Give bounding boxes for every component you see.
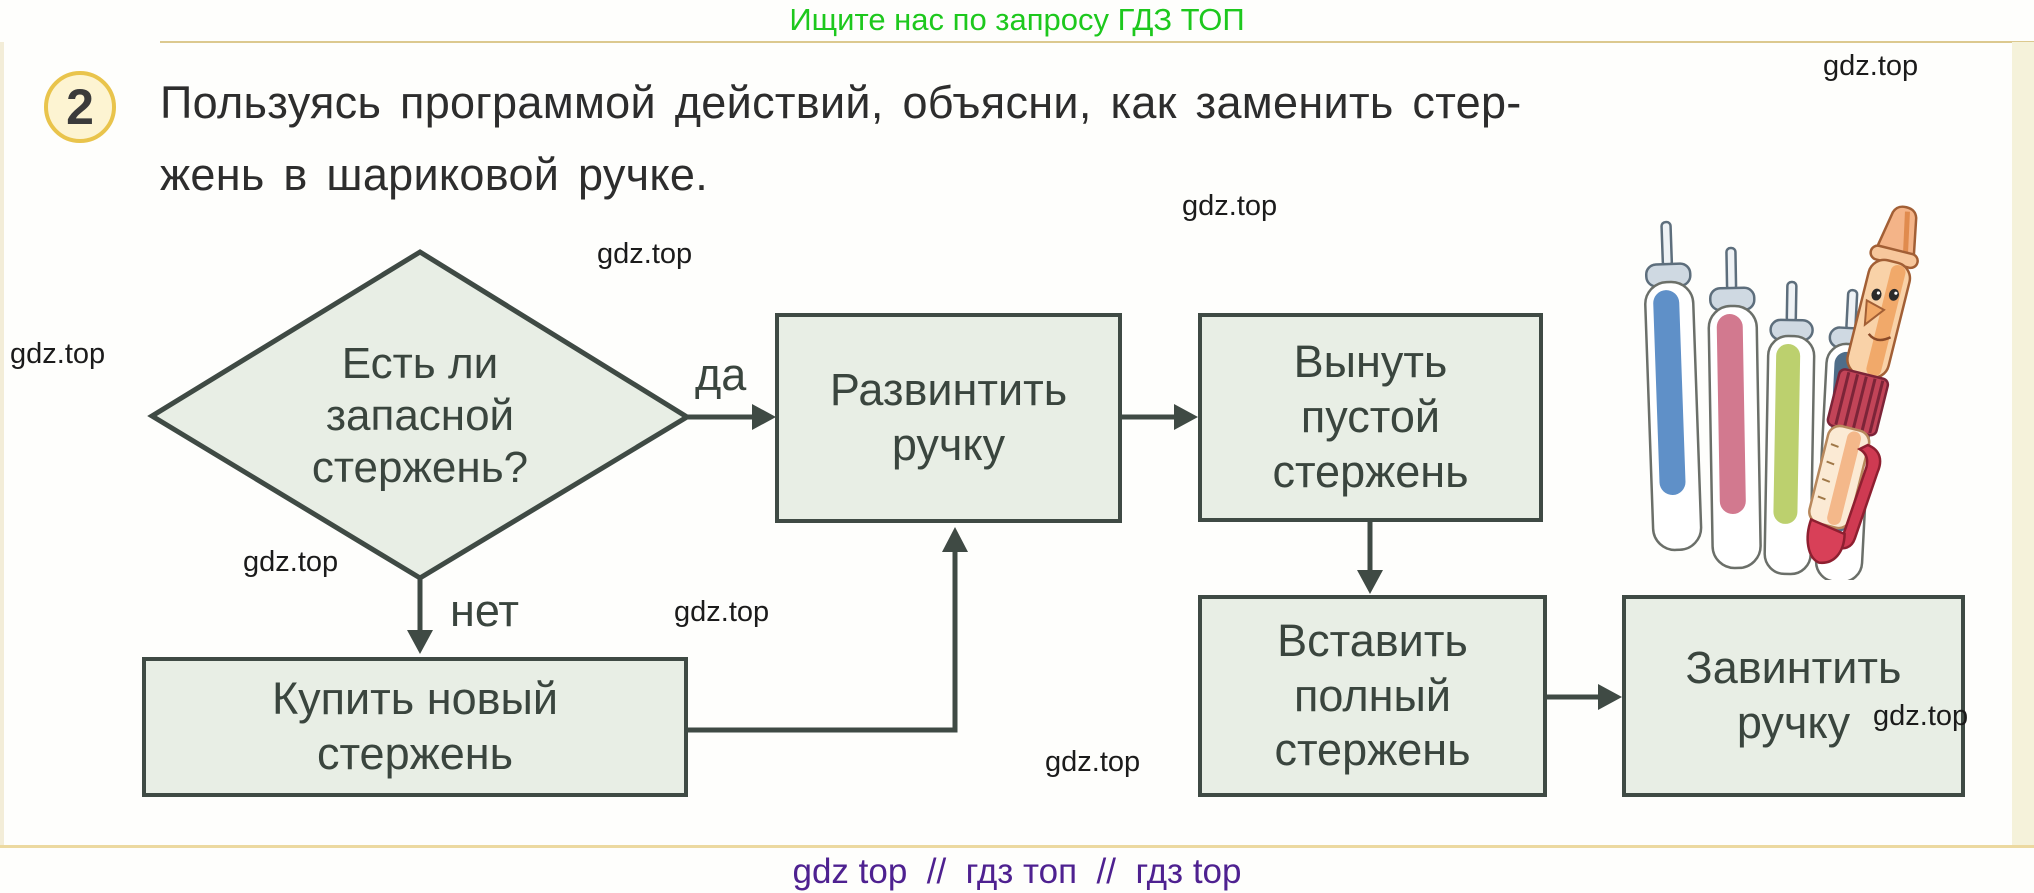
page-bottom-edge-line [0,845,2034,848]
watermark: gdz.top [10,338,106,370]
page-top-edge-line [160,41,2034,43]
step-box-screw-pen: Завинтить ручку [1622,595,1965,797]
decision-diamond-label: Есть ли запасной стержень? [311,339,529,492]
branch-label-yes: да [695,349,747,400]
branch-label-no: нет [450,585,519,636]
watermark: gdz.top [1045,746,1141,778]
watermark: gdz.top [1873,700,1969,732]
refill-green [1763,280,1816,576]
refill-pink [1707,246,1762,570]
step-box-buy-new-refill: Купить новый стержень [142,657,688,797]
task-text-line1: Пользуясь программой действий, объясни, … [160,77,1522,128]
connector-buy-to-unscrew [688,548,958,733]
watermark: gdz.top [597,238,693,270]
step-box-unscrew-pen: Развинтить ручку [775,313,1122,523]
refill-blue [1644,220,1703,552]
site-banner-bottom: gdz top // гдз топ // гдз top [792,852,1242,891]
page-right-edge-strip [2012,42,2034,845]
pen-character [1806,205,1919,564]
step-box-remove-empty-refill: Вынуть пустой стержень [1198,313,1543,522]
step-box-insert-full-refill: Вставить полный стержень [1198,595,1547,797]
site-banner-top: Ищите нас по запросу ГДЗ ТОП [789,2,1245,37]
watermark: gdz.top [243,546,339,578]
page-left-edge-strip [0,42,4,845]
watermark: gdz.top [1823,50,1919,82]
task-text-line2: жень в шариковой ручке. [160,149,709,200]
watermark: gdz.top [674,596,770,628]
pen-refills-illustration [1644,205,1919,580]
task-number-badge: 2 [44,71,116,143]
watermark: gdz.top [1182,190,1278,222]
